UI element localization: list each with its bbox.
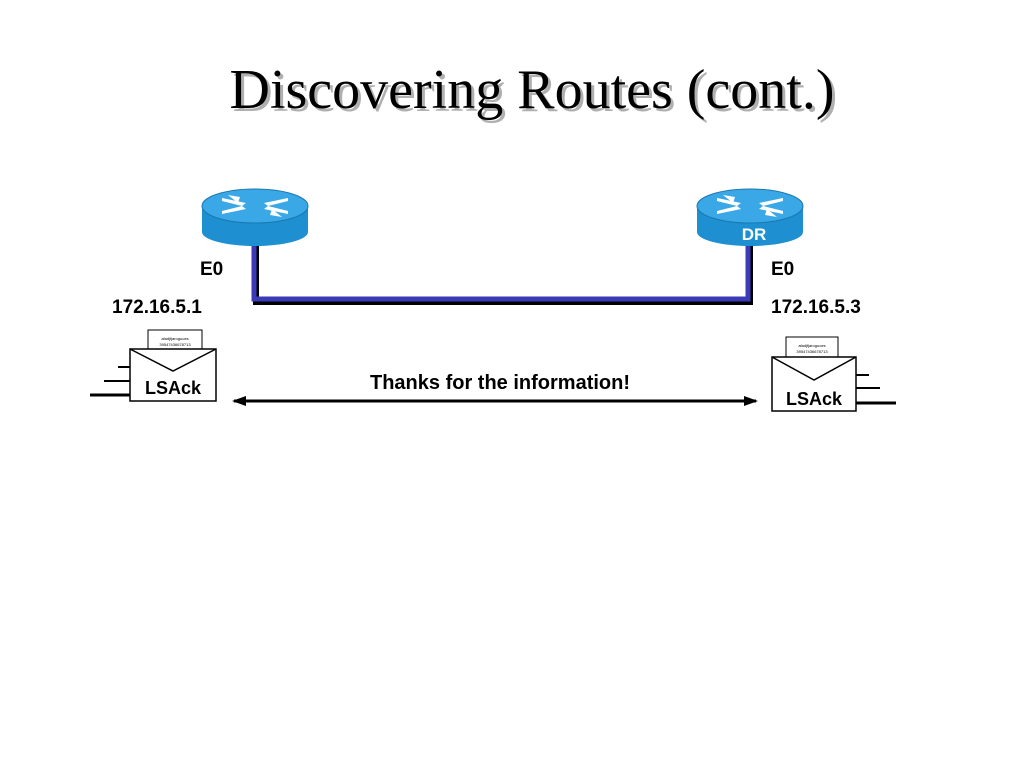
left-router-icon xyxy=(201,188,309,246)
left-interface-label: E0 xyxy=(200,259,224,280)
exchange-message: Thanks for the information! xyxy=(370,372,630,394)
right-packet-note-2: 39547436678713 xyxy=(796,349,828,354)
left-packet-note-1: afadjfjaroguoes xyxy=(161,336,188,341)
right-packet-note-1: afadjfjaroguoes xyxy=(798,343,825,348)
left-lsack-envelope-icon: afadjfjaroguoes 39547436678713 LSAck xyxy=(90,329,217,402)
left-lsack-label: LSAck xyxy=(145,378,202,398)
right-router-icon: DR xyxy=(696,188,804,246)
slide-title: Discovering Routes (cont.) xyxy=(229,59,835,121)
right-lsack-label: LSAck xyxy=(786,389,843,409)
left-ip-address: 172.16.5.1 xyxy=(112,297,202,318)
dr-badge: DR xyxy=(742,225,767,244)
ethernet-link xyxy=(251,245,753,305)
right-ip-address: 172.16.5.3 xyxy=(771,297,861,318)
right-lsack-envelope-icon: afadjfjaroguoes 39547436678713 LSAck xyxy=(771,336,896,412)
left-packet-note-2: 39547436678713 xyxy=(159,342,191,347)
right-interface-label: E0 xyxy=(771,259,795,280)
